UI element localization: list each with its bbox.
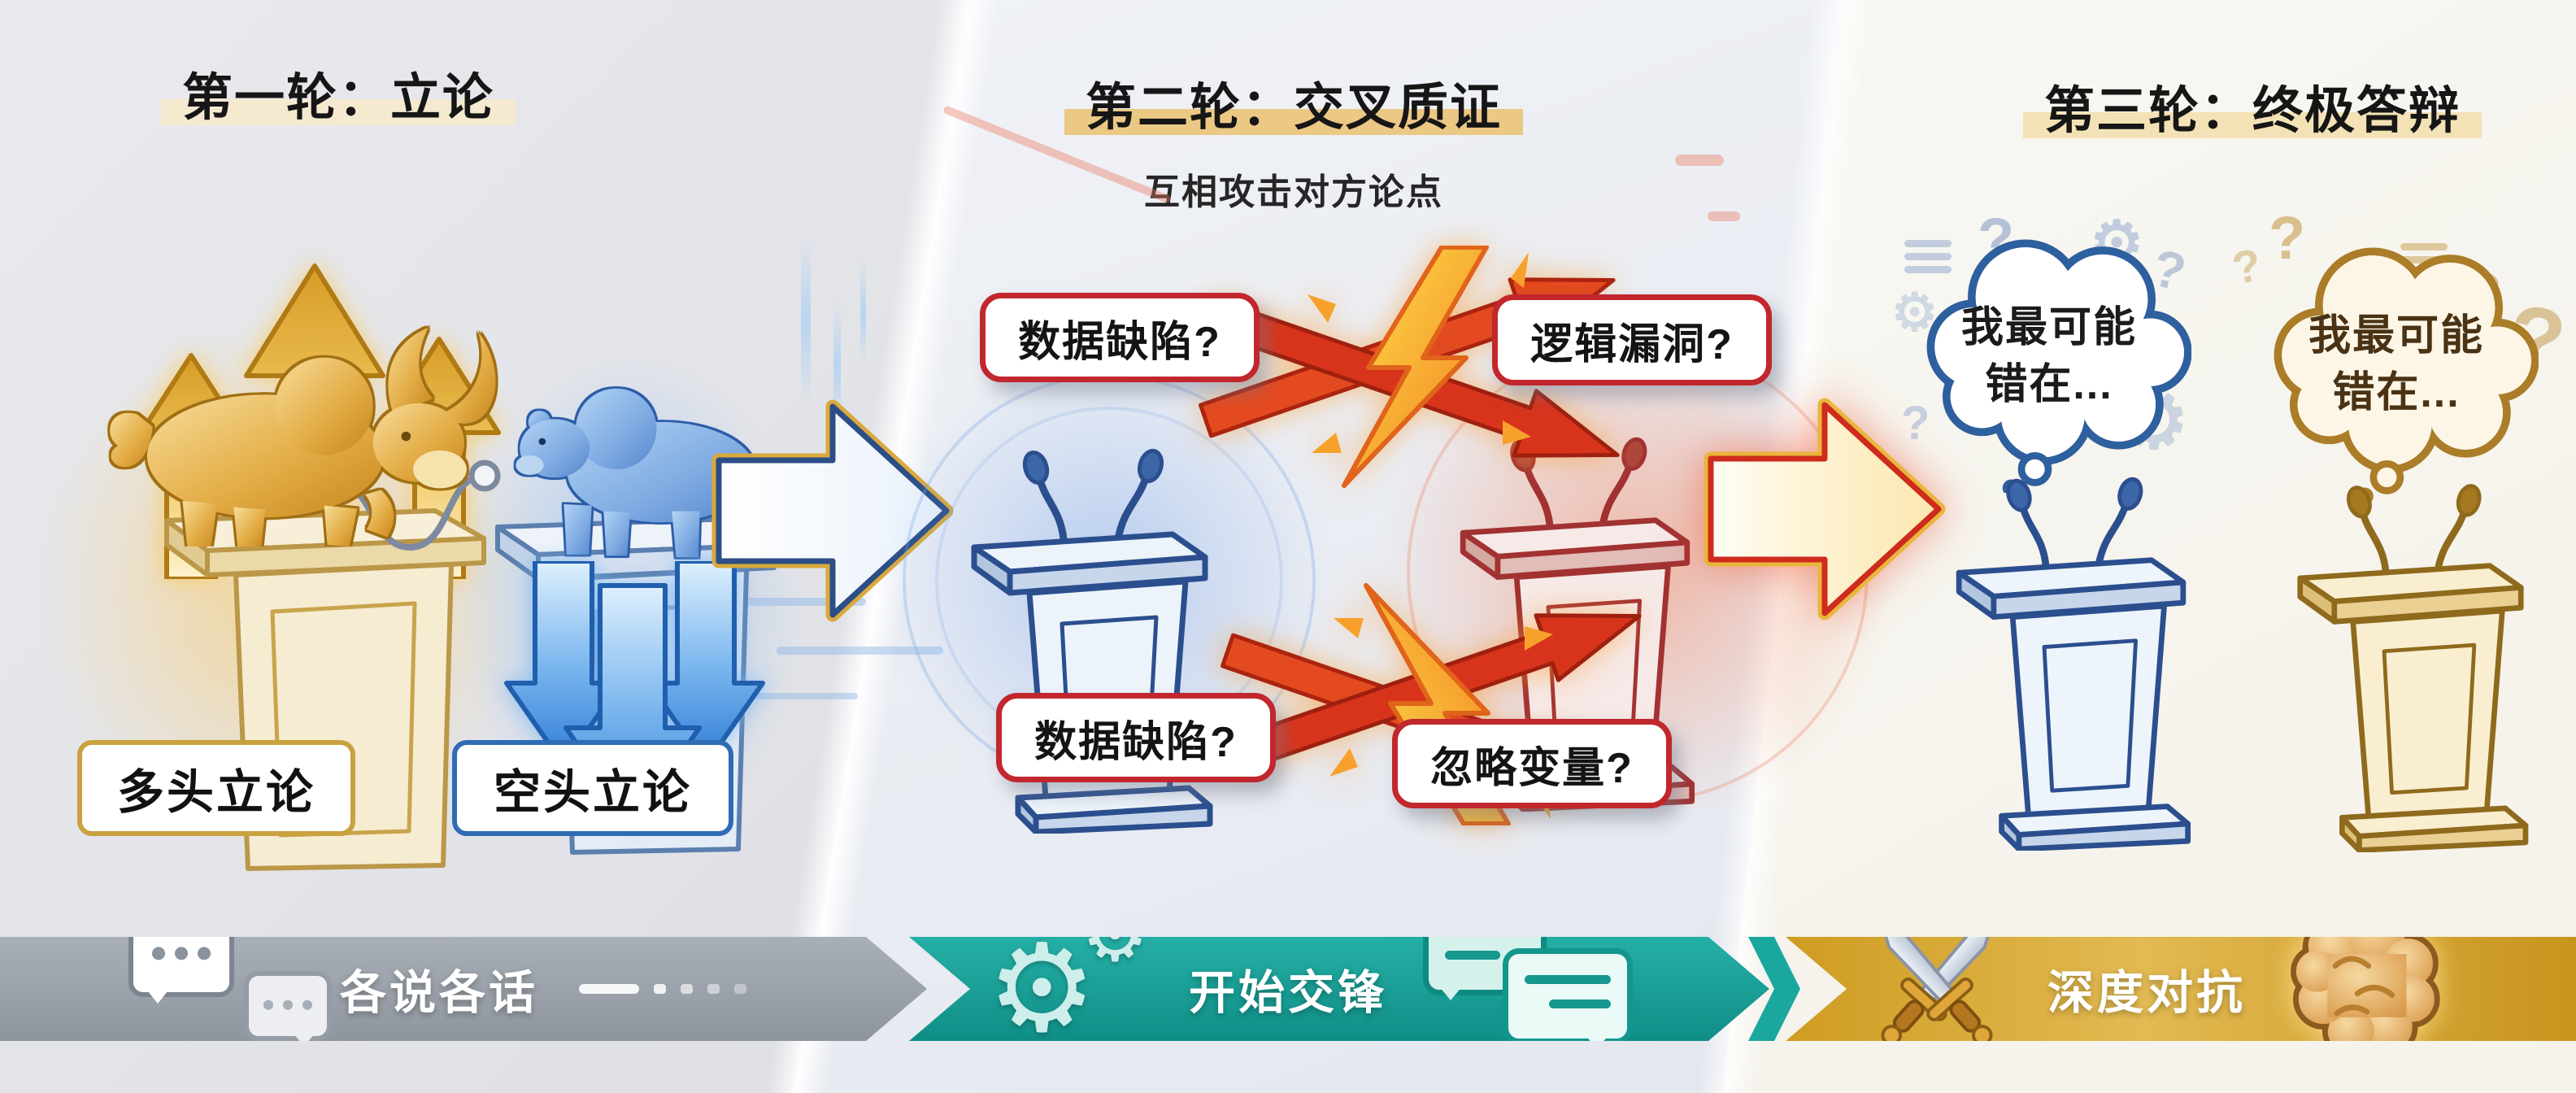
bubble-tail	[145, 987, 171, 1017]
final-podium-blue	[1937, 472, 2205, 851]
thought-text: 我最可能 错在...	[2254, 307, 2539, 421]
brain-icon	[2291, 937, 2440, 1041]
bear-argument-text: 空头立论	[493, 766, 692, 819]
final-podium-gold	[2278, 478, 2543, 852]
round2-subtitle: 互相攻击对方论点	[1144, 172, 1443, 212]
bubble-tail	[1438, 986, 1463, 1012]
callout-text: 数据缺陷?	[1018, 318, 1221, 366]
gear-icon: ⚙	[987, 920, 1097, 1056]
thought-bubble-bear-side: 我最可能 错在...	[2254, 233, 2539, 501]
speech-bubble-icon	[244, 971, 332, 1041]
speed-streak	[833, 301, 841, 431]
callout-ignored-variable: 忽略变量?	[1392, 719, 1672, 808]
banner-stage2-label: 开始交锋	[1189, 967, 1387, 1019]
speed-streak	[860, 260, 866, 366]
thought-line1: 我最可能	[2308, 312, 2484, 359]
dash-dot-trail	[579, 984, 746, 994]
thought-line2: 错在...	[2332, 369, 2461, 417]
bear-argument-label: 空头立论	[452, 740, 733, 836]
thought-bubble-bull-side: 我最可能 错在...	[1907, 224, 2191, 493]
speed-streak	[736, 598, 866, 606]
callout-data-flaw-bottom: 数据缺陷?	[996, 693, 1276, 782]
banner-stage3: 深度对抗	[1786, 937, 2576, 1041]
list-lines-icon	[1904, 234, 1952, 279]
callout-text: 逻辑漏洞?	[1530, 320, 1734, 368]
question-mark-icon: ?	[1901, 397, 1930, 450]
bubble-dots	[249, 1000, 327, 1010]
round2-title: 第二轮：交叉质证	[1064, 78, 1524, 138]
callout-text: 忽略变量?	[1430, 744, 1634, 792]
thought-cloud-icon	[1926, 239, 2191, 493]
bear-icon	[516, 388, 756, 558]
flow-arrow-round2-to-round3	[1704, 398, 1946, 621]
banner-stage1: 各说各话	[0, 937, 927, 1041]
round1-title: 第一轮：立论	[161, 68, 516, 128]
bubble-dots	[133, 947, 229, 960]
thought-cloud-icon	[2274, 247, 2539, 501]
speed-streak	[752, 693, 858, 699]
speed-streak	[801, 236, 811, 407]
banner-stage3-label: 深度对抗	[2047, 967, 2246, 1019]
callout-logic-hole: 逻辑漏洞?	[1492, 294, 1772, 385]
attack-dot	[1708, 211, 1740, 221]
speed-streak	[777, 647, 943, 655]
bull-argument-text: 多头立论	[116, 766, 315, 819]
bull-argument-label: 多头立论	[77, 740, 355, 836]
banner-stage2: ⚙ ⚙ 开始交锋	[909, 937, 1769, 1041]
question-mark-icon: ?	[2269, 204, 2306, 272]
thought-line1: 我最可能	[1960, 304, 2137, 351]
bull-icon	[110, 327, 496, 546]
crossed-swords-icon	[1879, 937, 1995, 1041]
callout-data-flaw-top: 数据缺陷?	[980, 293, 1260, 382]
round3-title: 第三轮：终极答辩	[2023, 81, 2482, 142]
flow-arrow-round1-to-round2	[711, 399, 954, 622]
thought-line2: 错在...	[1985, 361, 2113, 409]
thought-text: 我最可能 错在...	[1907, 299, 2191, 413]
chat-bubbles-icon	[1503, 948, 1633, 1044]
callout-text: 数据缺陷?	[1034, 718, 1238, 766]
attack-dot	[1675, 155, 1724, 166]
banner-stage1-label: 各说各话	[340, 967, 538, 1019]
